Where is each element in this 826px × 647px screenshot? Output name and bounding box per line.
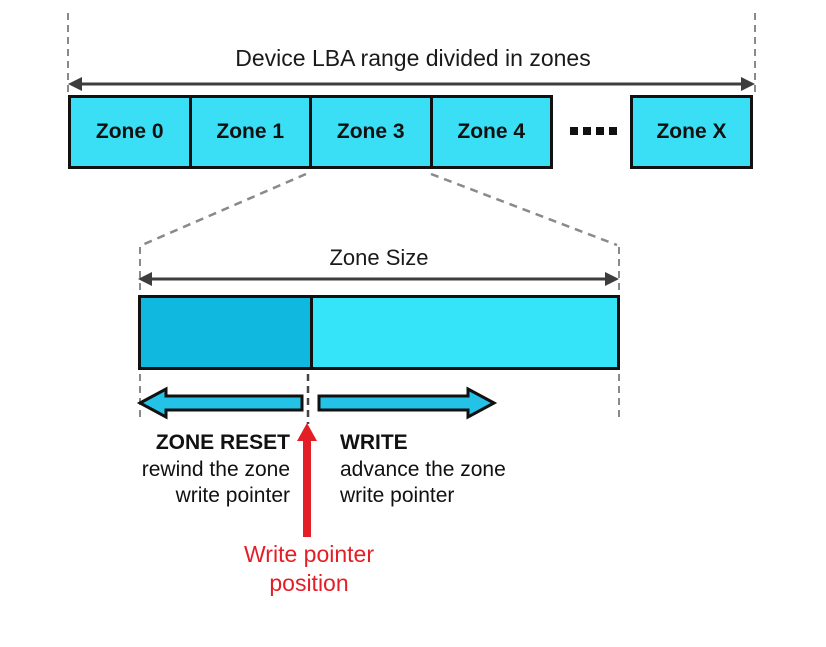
zone-expand-left-dashed-line: [141, 172, 307, 247]
zone-box-4-label: Zone 4: [457, 120, 526, 143]
zone-box-x-label: Zone X: [656, 120, 727, 143]
zone-box-0: Zone 0: [71, 98, 192, 166]
lba-range-arrow-icon: [68, 77, 755, 91]
zone-size-arrow-icon: [138, 272, 619, 286]
zone-written-region: [141, 298, 313, 367]
zone-box-1: Zone 1: [192, 98, 312, 166]
write-text-block: WRITE advance the zone write pointer: [340, 430, 570, 510]
zone-box-0-label: Zone 0: [95, 120, 164, 143]
write-arrow-icon: [317, 386, 498, 420]
zone-detail-bar: [138, 295, 620, 370]
write-pointer-arrow-icon: [297, 423, 317, 537]
write-pointer-label-line2: position: [269, 570, 349, 596]
zone-expand-right-dashed-line: [430, 172, 618, 247]
write-title: WRITE: [340, 431, 408, 454]
zone-reset-arrow-icon: [136, 386, 304, 420]
zone-reset-title: ZONE RESET: [155, 431, 290, 454]
zone-reset-line2: write pointer: [175, 484, 290, 507]
zone-box-3-label: Zone 3: [336, 120, 405, 143]
write-line2: write pointer: [340, 484, 455, 507]
lba-range-title: Device LBA range divided in zones: [235, 45, 591, 71]
zone-box-3: Zone 3: [312, 98, 433, 166]
zone-size-label: Zone Size: [329, 245, 429, 270]
zone-box-4: Zone 4: [433, 98, 551, 166]
zone-box-x: Zone X: [630, 95, 753, 169]
write-line1: advance the zone: [340, 457, 506, 481]
zone-reset-line1: rewind the zone: [141, 457, 290, 481]
write-pointer-label: Write pointer position: [159, 540, 459, 598]
zone-row: Zone 0 Zone 1 Zone 3 Zone 4: [68, 95, 553, 169]
zones-ellipsis-icon: [570, 127, 617, 135]
zone-reset-text-block: ZONE RESET rewind the zone write pointer: [90, 430, 290, 510]
zone-box-1-label: Zone 1: [216, 120, 285, 143]
write-pointer-label-line1: Write pointer: [244, 541, 374, 567]
